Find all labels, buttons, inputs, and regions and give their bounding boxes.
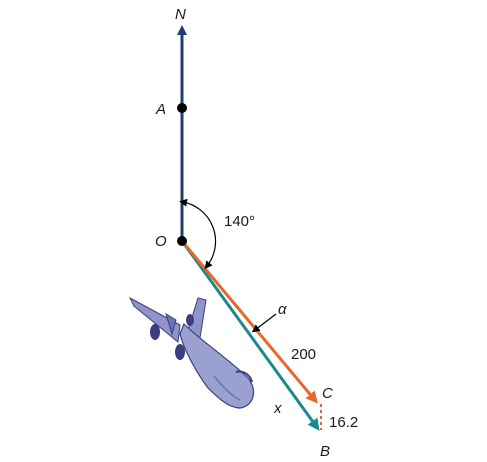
label-point-a: A [155,101,166,118]
label-length-cb: 16.2 [329,414,358,431]
point-o-dot [177,236,187,246]
alpha-pointer [251,313,277,333]
label-alpha: α [278,301,287,318]
course-vector-oc [180,240,318,404]
airplane-icon [128,296,255,409]
label-angle: 140° [224,213,255,230]
resultant-vector-ob [180,240,320,431]
point-a-dot [177,103,187,113]
angle-arc-140 [182,201,217,270]
label-north: N [175,6,186,23]
label-point-b: B [320,443,330,460]
label-point-o: O [155,233,167,250]
label-point-c: C [322,385,333,402]
label-length-x: x [273,400,282,417]
label-length-oc: 200 [291,346,316,363]
